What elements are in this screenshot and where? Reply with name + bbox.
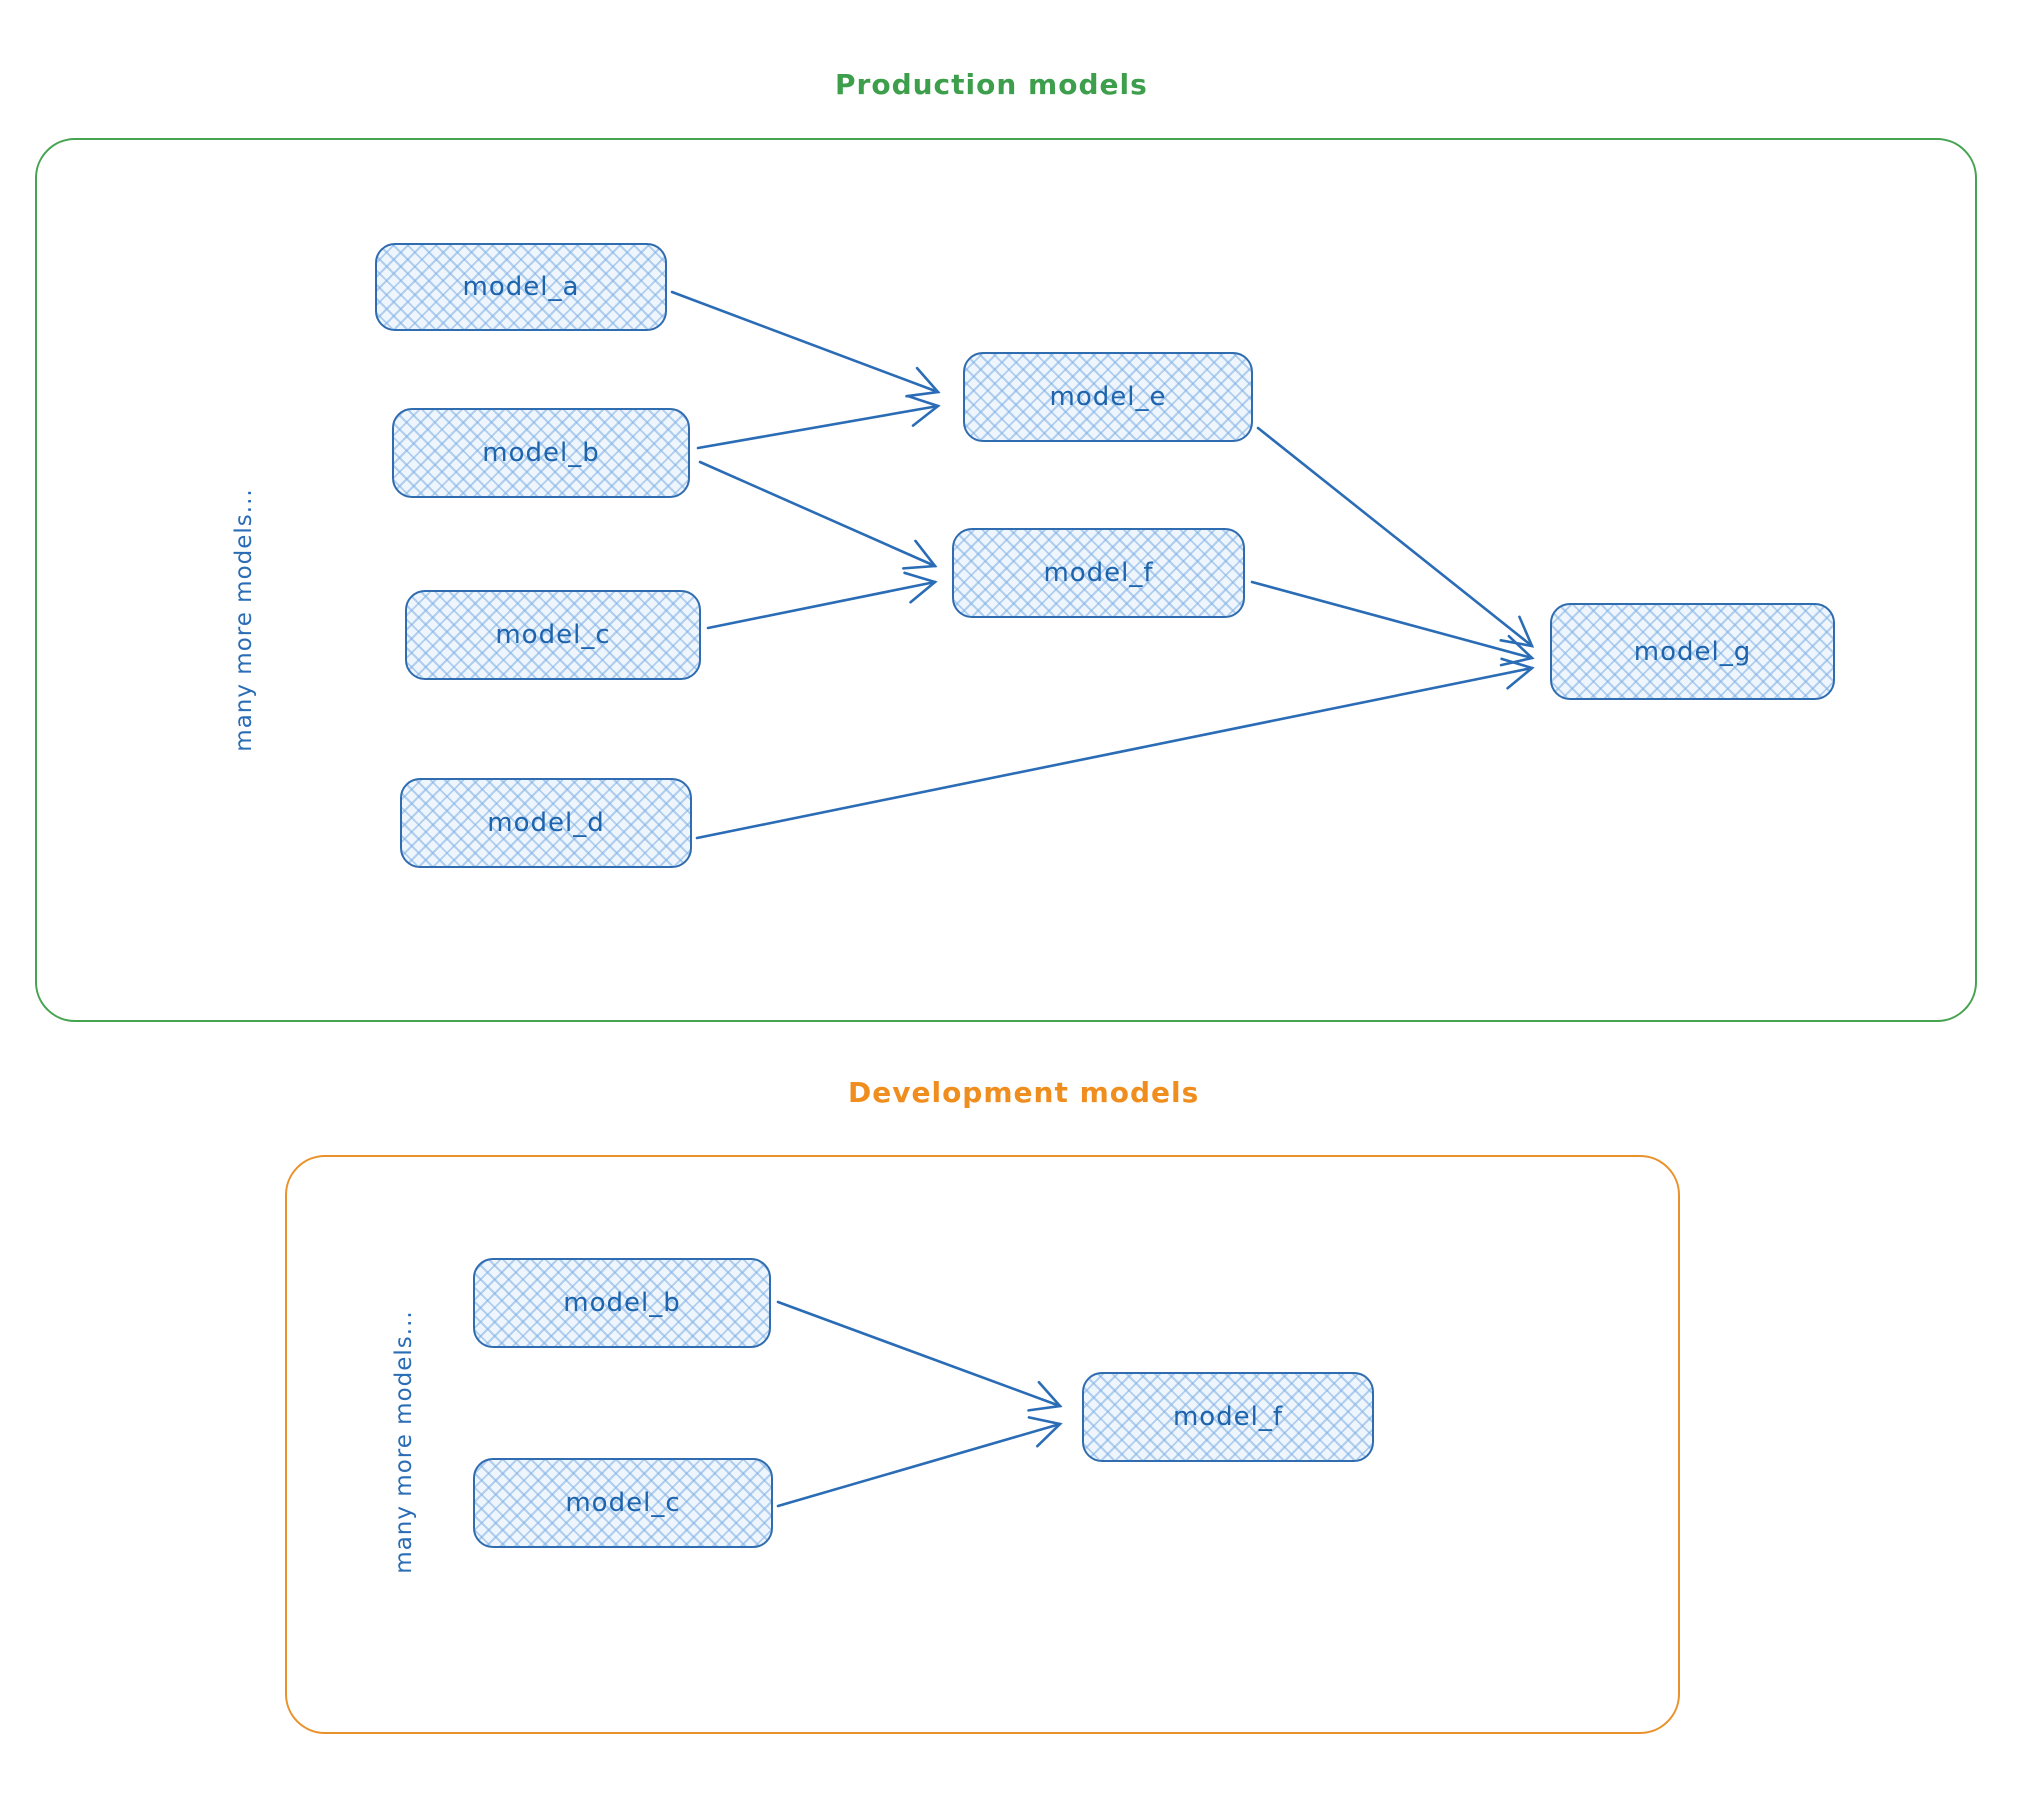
node-label: model_c (495, 620, 611, 650)
node-label: model_f (1172, 1402, 1284, 1432)
node-production-model_a: model_a (375, 243, 667, 331)
node-label: model_f (1043, 558, 1154, 588)
node-label: model_b (482, 438, 600, 468)
node-development-model_f: model_f (1082, 1372, 1374, 1462)
node-label: model_e (1049, 382, 1167, 412)
node-label: model_a (462, 272, 580, 302)
node-production-model_e: model_e (963, 352, 1253, 442)
node-production-model_c: model_c (405, 590, 701, 680)
node-production-model_b: model_b (392, 408, 690, 498)
development-section-title: Development models (848, 1076, 1200, 1109)
node-label: model_b (563, 1288, 681, 1318)
production-section-title: Production models (835, 68, 1148, 101)
node-label: model_g (1633, 636, 1752, 667)
node-production-model_f: model_f (952, 528, 1245, 618)
development-more-models-label: many more models... (391, 1310, 417, 1574)
production-frame (35, 138, 1977, 1022)
production-more-models-label: many more models... (231, 488, 257, 752)
node-production-model_d: model_d (400, 778, 692, 868)
node-label: model_c (565, 1488, 681, 1518)
development-frame (285, 1155, 1680, 1734)
node-production-model_g: model_g (1550, 603, 1835, 700)
node-label: model_d (487, 808, 605, 838)
node-development-model_b: model_b (473, 1258, 771, 1348)
node-development-model_c: model_c (473, 1458, 773, 1548)
